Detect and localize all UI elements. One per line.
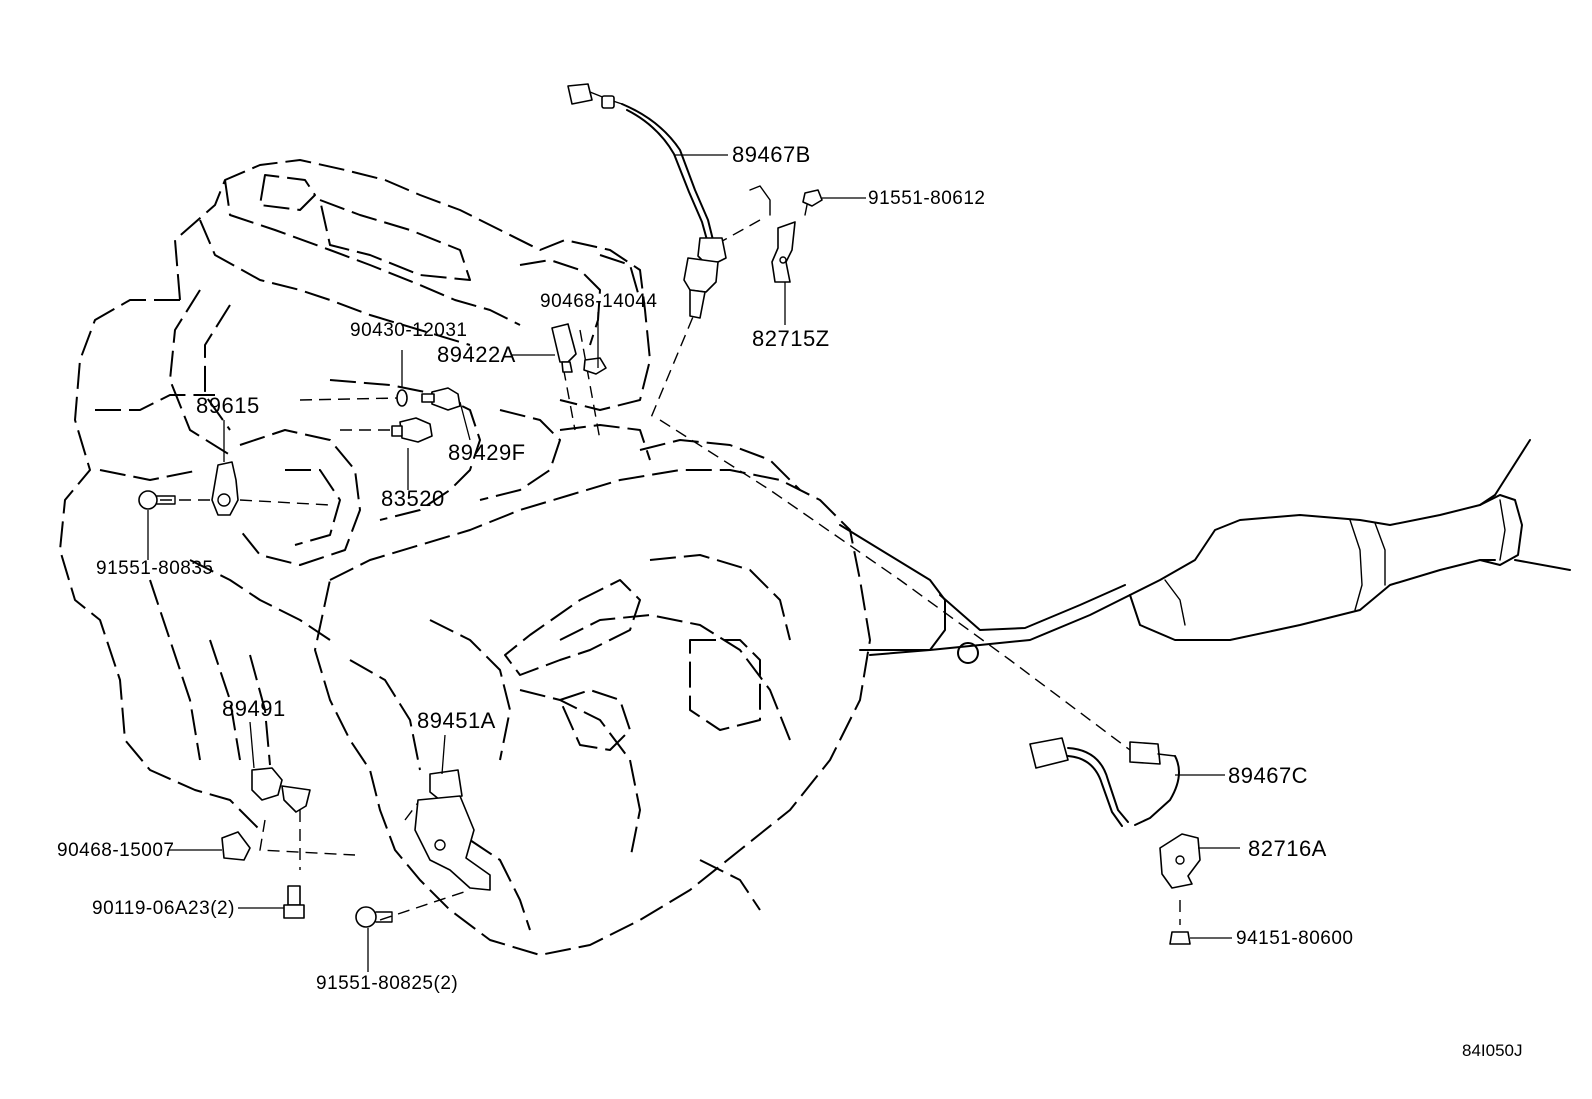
sensor-89491 [251, 767, 311, 813]
label-94151-80600: 94151-80600 [1236, 928, 1354, 949]
oxygen-sensor-89467c [1029, 737, 1180, 827]
label-89467c: 89467C [1228, 763, 1308, 788]
oxygen-sensor-89467b [567, 83, 727, 319]
label-91551-80612: 91551-80612 [868, 188, 986, 209]
bolt-90119-06a23 [283, 885, 305, 919]
knock-sensor-89615 [211, 461, 239, 516]
bracket-82716a [1159, 833, 1201, 889]
label-82715z: 82715Z [752, 326, 830, 351]
switch-89451a [414, 769, 491, 891]
diagram-ref-code: 84I050J [1462, 1041, 1523, 1060]
label-89451a: 89451A [417, 708, 496, 733]
exhaust-pipe [839, 439, 1571, 664]
label-91551-80825: 91551-80825(2) [316, 973, 458, 994]
bracket-82715z [749, 185, 796, 283]
label-90468-14044: 90468-14044 [540, 291, 658, 312]
label-91551-80835: 91551-80835 [96, 558, 214, 579]
label-89615: 89615 [196, 393, 260, 418]
label-89467b: 89467B [732, 142, 811, 167]
transmission-assembly [314, 424, 871, 956]
label-90468-15007: 90468-15007 [57, 840, 175, 861]
assembly-guides [160, 219, 1181, 925]
bolt-91551-80825 [355, 906, 393, 928]
label-82716a: 82716A [1248, 836, 1327, 861]
label-leaders [147, 154, 1240, 972]
label-89429f: 89429F [448, 440, 526, 465]
sensor-89422a [551, 323, 577, 373]
label-89491: 89491 [222, 696, 286, 721]
label-83520: 83520 [381, 486, 445, 511]
clip-90468-14044 [583, 357, 607, 375]
part-labels: 89467B 91551-80612 90468-14044 82715Z 90… [57, 142, 1354, 994]
clamp-90468-15007 [221, 831, 251, 861]
engine-assembly [59, 159, 651, 831]
label-90430-12031: 90430-12031 [350, 320, 468, 341]
bolt-91551-80835 [138, 490, 176, 510]
gasket-90430-12031 [396, 389, 408, 407]
bolt-91551-80612 [802, 189, 823, 216]
label-89422a: 89422A [437, 342, 516, 367]
label-90119-06a23: 90119-06A23(2) [92, 898, 235, 919]
nut-94151-80600 [1169, 931, 1191, 945]
sensor-89429f [421, 387, 461, 411]
switch-83520 [391, 417, 433, 443]
